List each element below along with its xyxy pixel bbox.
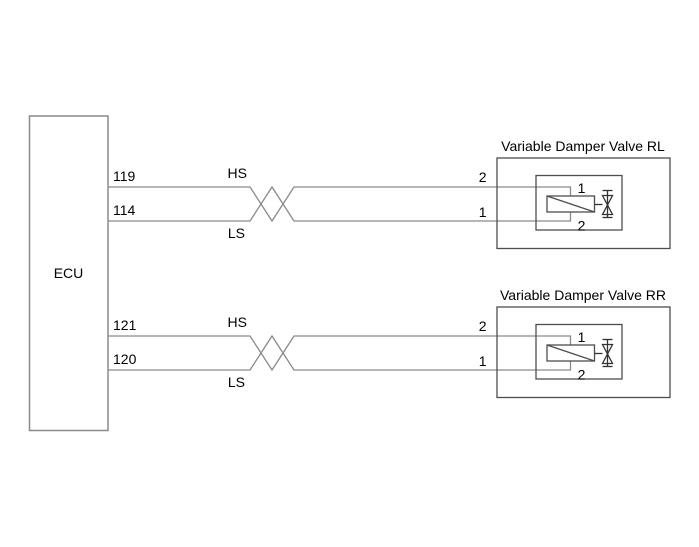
valve-assembly-rl xyxy=(496,157,671,250)
valve-pin-bottom-label-rr: 1 xyxy=(479,353,487,369)
twisted-pair-rl xyxy=(108,185,572,223)
valve-title-rl: Variable Damper Valve RL xyxy=(501,138,665,154)
wire-ls-rr xyxy=(108,334,572,371)
valve-outer-box-rl xyxy=(496,157,671,250)
ecu-box xyxy=(28,115,109,432)
ecu-pin-hs-label-rl: 119 xyxy=(113,168,136,184)
valve-pin-top-label-rr: 2 xyxy=(479,318,487,334)
wire-ls-rl xyxy=(108,185,572,222)
ecu-label: ECU xyxy=(54,265,84,281)
coil-pin-bottom-label-rl: 2 xyxy=(578,218,586,234)
twisted-pair-rr xyxy=(108,334,572,372)
valve-connector-box-rl xyxy=(535,174,623,231)
coil-pin-top-label-rr: 1 xyxy=(578,329,586,345)
circuit-rr: Variable Damper Valve RR 121 120 HS LS 2… xyxy=(108,287,671,399)
circuit-rl: Variable Damper Valve RL 119 114 HS LS 2… xyxy=(108,138,671,250)
ecu-pin-hs-label-rr: 121 xyxy=(113,317,137,333)
valve-connector-box-rr xyxy=(535,323,623,380)
ecu-pin-ls-label-rr: 120 xyxy=(113,351,137,367)
hs-label-rr: HS xyxy=(228,314,247,330)
solenoid-diagonal-rl xyxy=(546,195,595,213)
wire-hs-rr xyxy=(108,335,572,372)
valve-outer-box-rr xyxy=(496,306,671,399)
valve-pin-top-label-rl: 2 xyxy=(479,169,487,185)
coil-pin-bottom-label-rr: 2 xyxy=(578,367,586,383)
ls-label-rr: LS xyxy=(228,374,245,390)
valve-title-rr: Variable Damper Valve RR xyxy=(500,287,666,303)
hs-label-rl: HS xyxy=(228,165,247,181)
ecu-pin-ls-label-rl: 114 xyxy=(113,202,136,218)
wire-hs-rl xyxy=(108,186,572,223)
valve-symbol-rr xyxy=(594,338,614,368)
coil-pin-top-label-rl: 1 xyxy=(578,180,586,196)
valve-pin-bottom-label-rl: 1 xyxy=(479,204,487,220)
valve-symbol-rl xyxy=(594,189,614,219)
valve-assembly-rr xyxy=(496,306,671,399)
ls-label-rl: LS xyxy=(228,225,245,241)
solenoid-diagonal-rr xyxy=(546,344,595,362)
